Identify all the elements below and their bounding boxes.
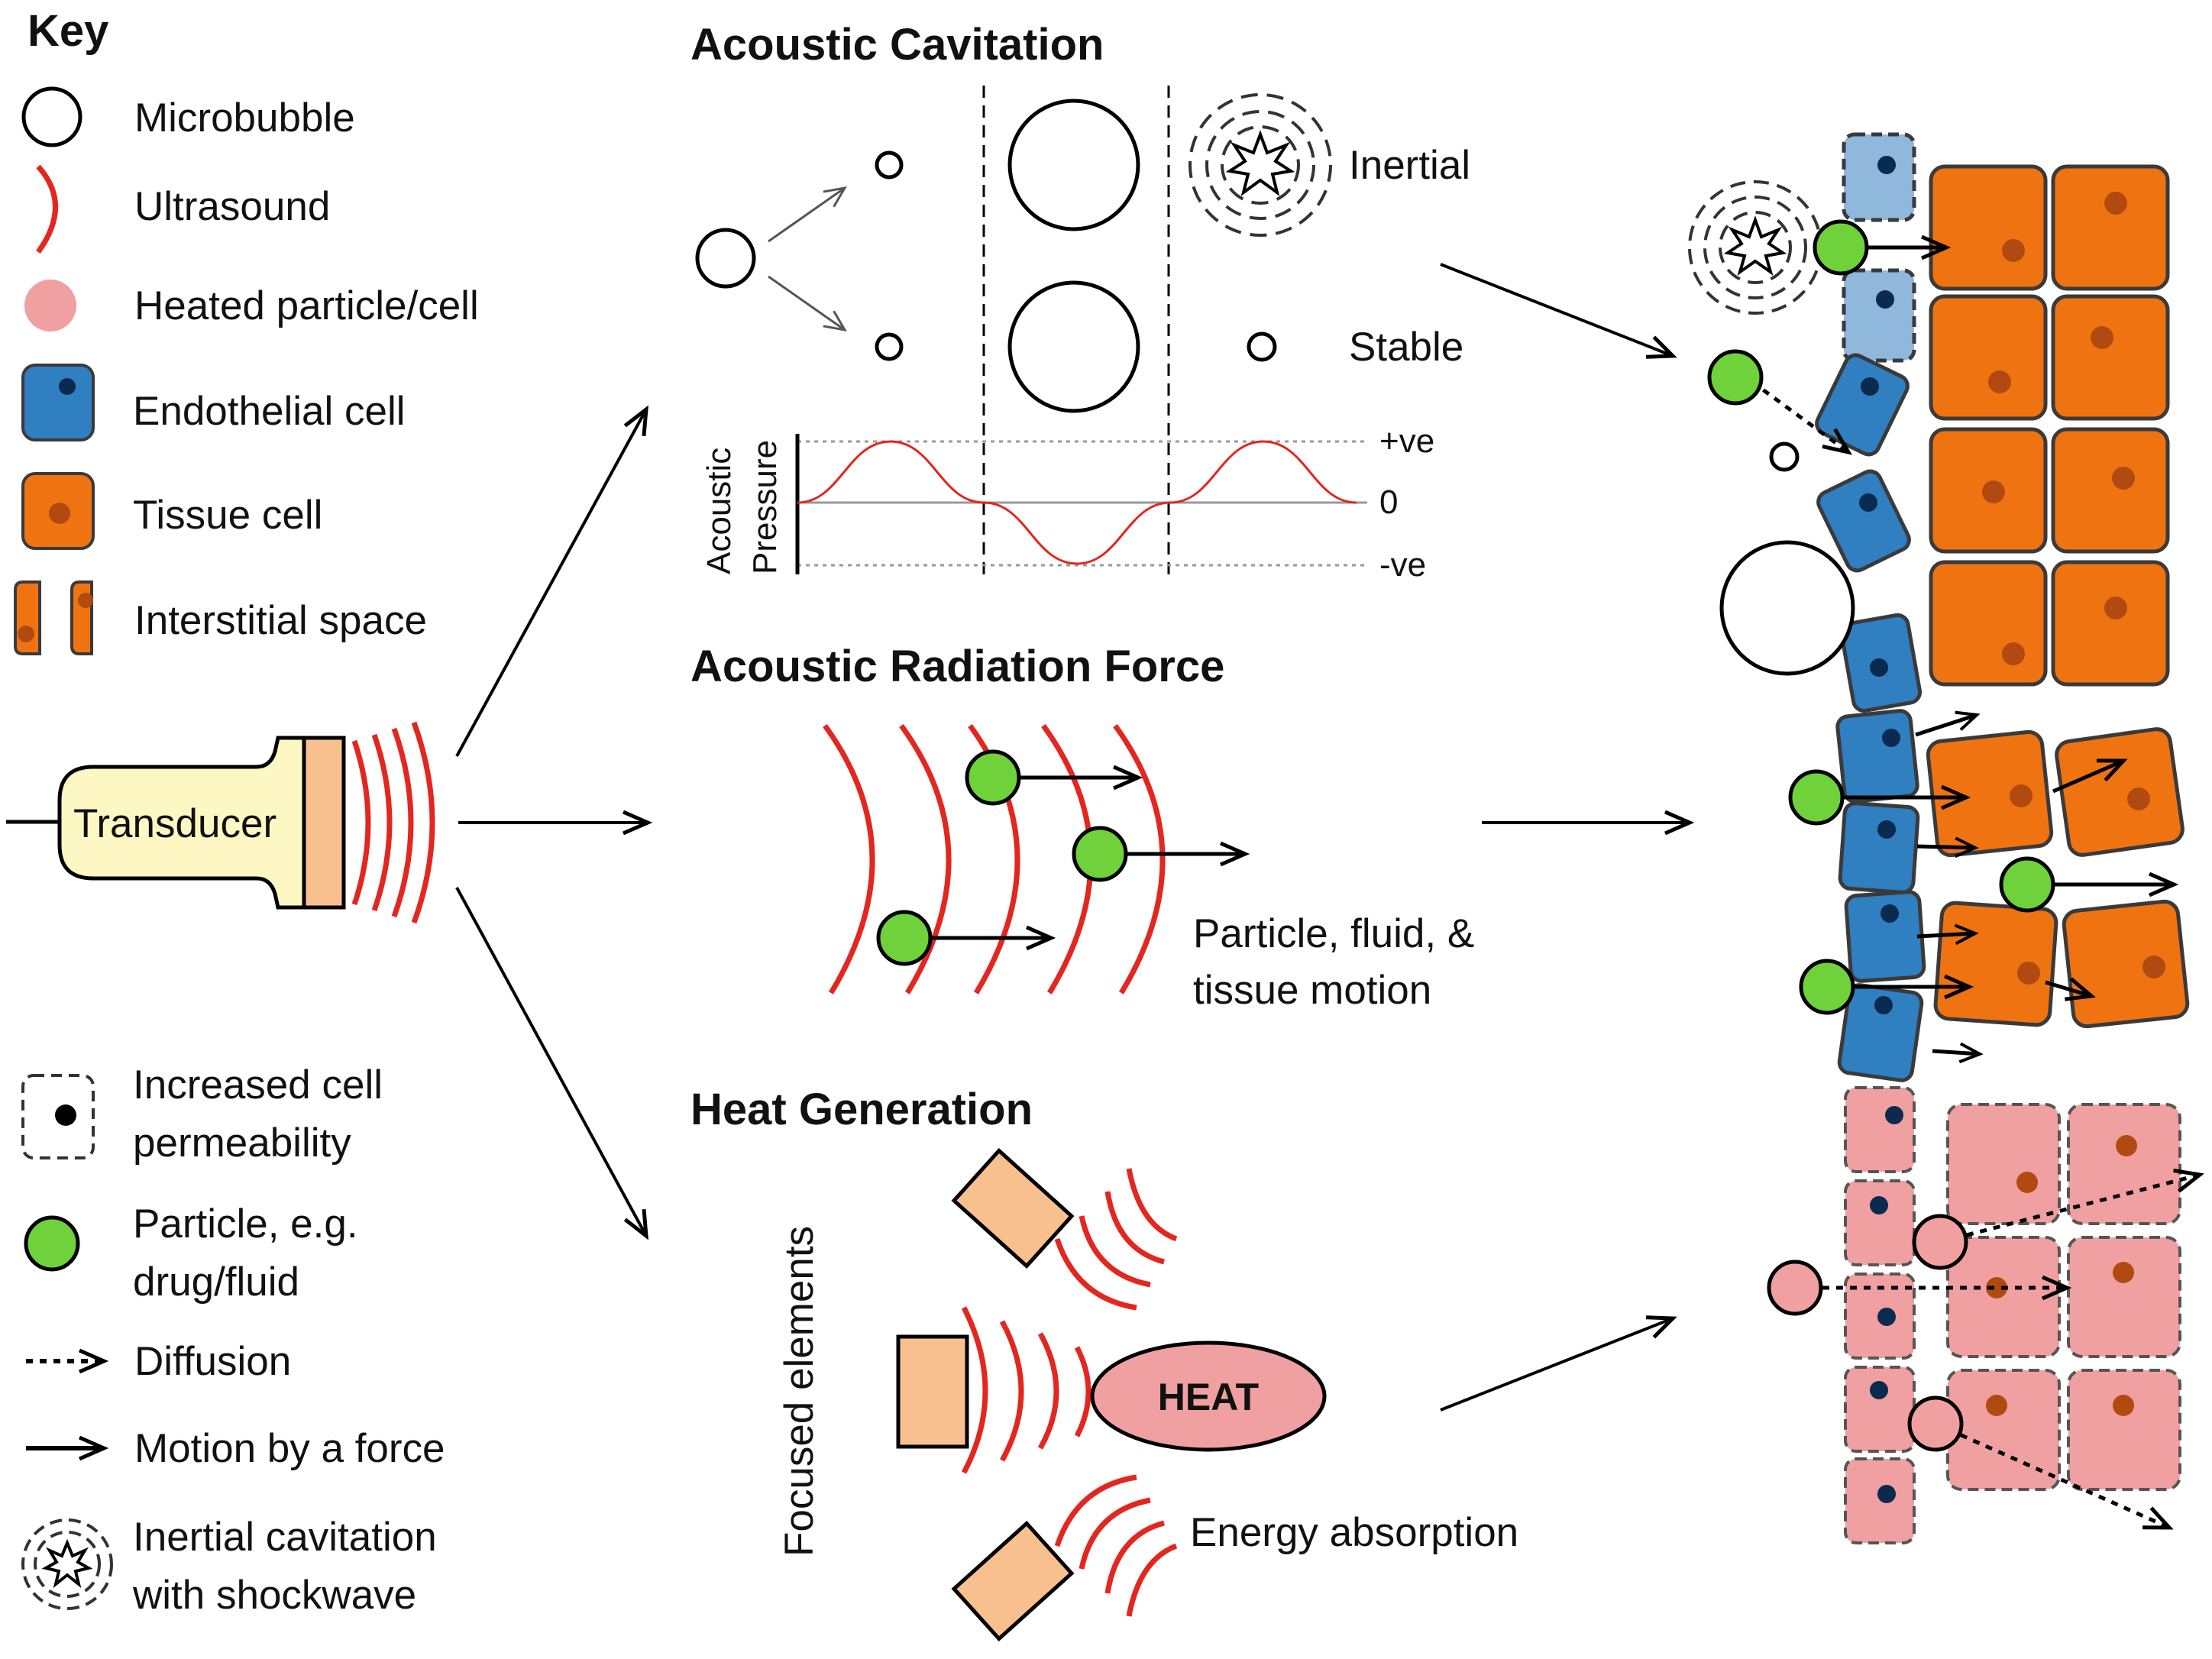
key-microbubble-label: Microbubble [134, 95, 355, 141]
heat-title: Heat Generation [690, 1085, 1033, 1134]
acoustic-radiation-force-panel: Acoustic Radiation Force Particle, fluid… [690, 642, 1474, 1013]
key-diffusion-label: Diffusion [134, 1339, 291, 1384]
radiation-tissue-particles [1788, 769, 2174, 1015]
axis-label-line2: Pressure [746, 440, 784, 574]
endothelial-cell-icon [21, 364, 95, 441]
key-permeability-line1: Increased cell [133, 1062, 383, 1108]
key-particle-line1: Particle, e.g. [133, 1201, 358, 1247]
small-bubble-stable [1247, 331, 1277, 362]
heated-particle-icon [24, 280, 76, 331]
heat-focus-region [1090, 1340, 1327, 1452]
key-inertial-line2: with shockwave [132, 1573, 416, 1618]
focused-elements-label: Focused elements [777, 1226, 822, 1557]
key-endothelial-label: Endothelial cell [133, 389, 406, 434]
tissue-shockwave-icon [1688, 180, 1822, 315]
split-arrow-down [768, 275, 847, 332]
tissue-cells-radiation [1926, 727, 2190, 1029]
shockwave-icon [21, 1518, 113, 1610]
focused-element-bottom [951, 1520, 1075, 1642]
cavitation-diffusion-arrow [1751, 380, 1848, 452]
stable-microbubble-large [1719, 540, 1855, 676]
axis-label-line1: Acoustic [700, 448, 738, 574]
radiation-caption-line1: Particle, fluid, & [1193, 911, 1474, 956]
transducer-label: Transducer [73, 801, 276, 846]
split-arrow-up [768, 186, 847, 243]
heated-particles-diffusion [1767, 1175, 2200, 1528]
key-interstitial-label: Interstitial space [134, 598, 427, 643]
pressure-plot: Acoustic Pressure +ve 0 -ve [700, 422, 1434, 584]
focused-element-middle [896, 1334, 969, 1449]
heated-tissue-cells [1946, 1103, 2181, 1491]
ultrasound-wave-icon [36, 164, 58, 254]
key-heated-label: Heated particle/cell [134, 283, 479, 328]
arrow-to-heat [455, 887, 646, 1236]
radiation-particle-3 [876, 910, 1051, 966]
plus-label: +ve [1379, 422, 1434, 460]
acoustic-cavitation-panel: Acoustic Cavitation Inertial Stable Acou… [690, 20, 1470, 584]
radiation-particle-1 [965, 749, 1138, 806]
inertial-shockwave-icon [1188, 93, 1332, 237]
arrow-heat-to-tissue [1440, 1318, 1673, 1412]
minus-label: -ve [1379, 546, 1426, 584]
energy-absorption-label: Energy absorption [1190, 1510, 1518, 1555]
transducer-face [302, 736, 346, 910]
key-particle-line2: drug/fluid [133, 1260, 299, 1305]
key-motion-label: Motion by a force [134, 1426, 445, 1471]
inertial-label: Inertial [1349, 143, 1470, 188]
heat-generation-panel: Heat Generation Focused elements HEAT En… [690, 1085, 1518, 1642]
transducer-body [57, 736, 306, 910]
transducer-waves [351, 721, 435, 924]
radiation-particle-2 [1072, 826, 1245, 882]
key-title: Key [27, 6, 108, 56]
key-inertial-line1: Inertial cavitation [133, 1515, 437, 1560]
initial-microbubble [695, 228, 756, 289]
small-bubble-bottom [875, 332, 904, 361]
expanded-bubble-stable [1007, 280, 1140, 413]
radiation-title: Acoustic Radiation Force [690, 642, 1224, 691]
particle-icon [24, 1215, 80, 1272]
arrow-cavitation-to-tissue [1440, 263, 1673, 356]
heat-waves [961, 1168, 1178, 1617]
expanded-bubble-inertial [1007, 99, 1140, 231]
transducer: Transducer [6, 721, 435, 924]
radiation-tissue-arrows [1915, 710, 2123, 1064]
endothelial-cells-radiation [1835, 709, 1926, 1082]
radiation-caption-line2: tissue motion [1193, 968, 1431, 1013]
pressure-wave [797, 440, 1357, 565]
key-legend: Key Microbubble Ultrasound Heated partic… [14, 6, 479, 1618]
stable-label: Stable [1349, 325, 1463, 370]
cavitation-particle-2 [1707, 349, 1764, 406]
arrow-to-cavitation [455, 409, 646, 757]
microbubble-icon [21, 86, 82, 147]
stable-microbubble-small [1769, 441, 1800, 472]
key-ultrasound-label: Ultrasound [134, 184, 330, 229]
cavitation-title: Acoustic Cavitation [690, 20, 1104, 70]
key-permeability-line2: permeability [133, 1121, 351, 1166]
tissue-illustration [1688, 132, 2200, 1544]
heat-label: HEAT [1158, 1376, 1259, 1418]
zero-label: 0 [1379, 483, 1398, 521]
key-tissue-label: Tissue cell [133, 493, 322, 538]
interstitial-space-icon [14, 580, 93, 655]
focused-element-top [951, 1147, 1075, 1269]
small-bubble-top [875, 150, 904, 179]
cavitation-particle-1 [1813, 219, 1869, 276]
tissue-cells-cavitation [1929, 164, 2170, 687]
